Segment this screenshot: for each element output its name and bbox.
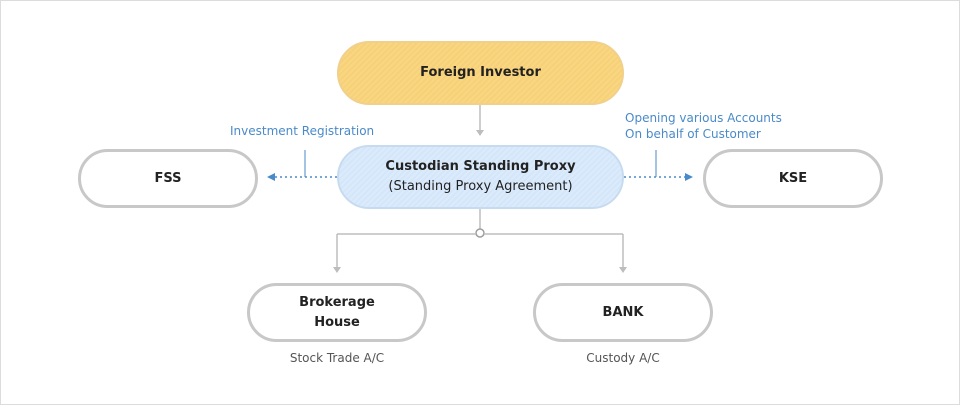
foreign-investor-label: Foreign Investor [420,65,541,80]
investment-registration-annotation: Investment Registration [230,124,375,138]
custodian-subtitle: (Standing Proxy Agreement) [388,179,573,194]
opening-accounts-annotation-line2: On behalf of Customer [625,127,761,141]
brokerage-label-line2: House [314,314,360,330]
custodian-standing-proxy-node: Custodian Standing Proxy (Standing Proxy… [337,145,624,209]
to-brokerage-arrowhead [333,267,341,273]
opening-accounts-annotation-line1: Opening various Accounts [625,111,782,125]
investor-to-proxy-arrowhead [476,130,484,136]
bank-label: BANK [602,304,644,320]
proxy-to-fss-arrowhead [267,173,275,181]
stock-trade-caption: Stock Trade A/C [289,351,385,365]
brokerage-label-line1: Brokerage [299,294,375,310]
bank-node: BANK [533,283,713,342]
brokerage-house-node: Brokerage House [247,283,427,342]
junction-circle [475,228,485,238]
kse-node: KSE [703,149,883,208]
kse-label: KSE [778,170,808,186]
proxy-to-kse-arrowhead [685,173,693,181]
custodian-title: Custodian Standing Proxy [385,159,576,174]
to-bank-arrowhead [619,267,627,273]
fss-label: FSS [154,170,182,186]
custody-caption: Custody A/C [586,351,660,365]
foreign-investor-node: Foreign Investor [337,41,624,105]
fss-node: FSS [78,149,258,208]
